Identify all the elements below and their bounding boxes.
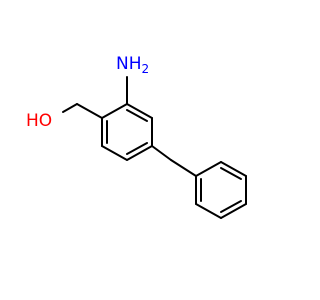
bond (126, 145, 153, 161)
bond (195, 203, 222, 219)
hydroxyl-label: HO (26, 111, 52, 131)
bond (220, 203, 247, 219)
bond (126, 103, 153, 119)
bond (101, 145, 128, 161)
bond (76, 103, 103, 119)
double-bond-inner (126, 142, 148, 155)
biaryl-bond (151, 145, 172, 161)
double-bond-inner (220, 200, 242, 213)
bond (195, 161, 222, 177)
bond (220, 161, 247, 177)
molecule-diagram: HO NH2 (26, 54, 247, 219)
central-ring (101, 103, 153, 161)
biaryl-bond (170, 159, 197, 177)
double-bond-inner (220, 167, 242, 180)
amino-label: NH2 (116, 54, 149, 76)
bond (101, 103, 128, 119)
bond (62, 103, 78, 113)
phenyl-ring (195, 161, 247, 219)
double-bond-inner (126, 109, 148, 122)
